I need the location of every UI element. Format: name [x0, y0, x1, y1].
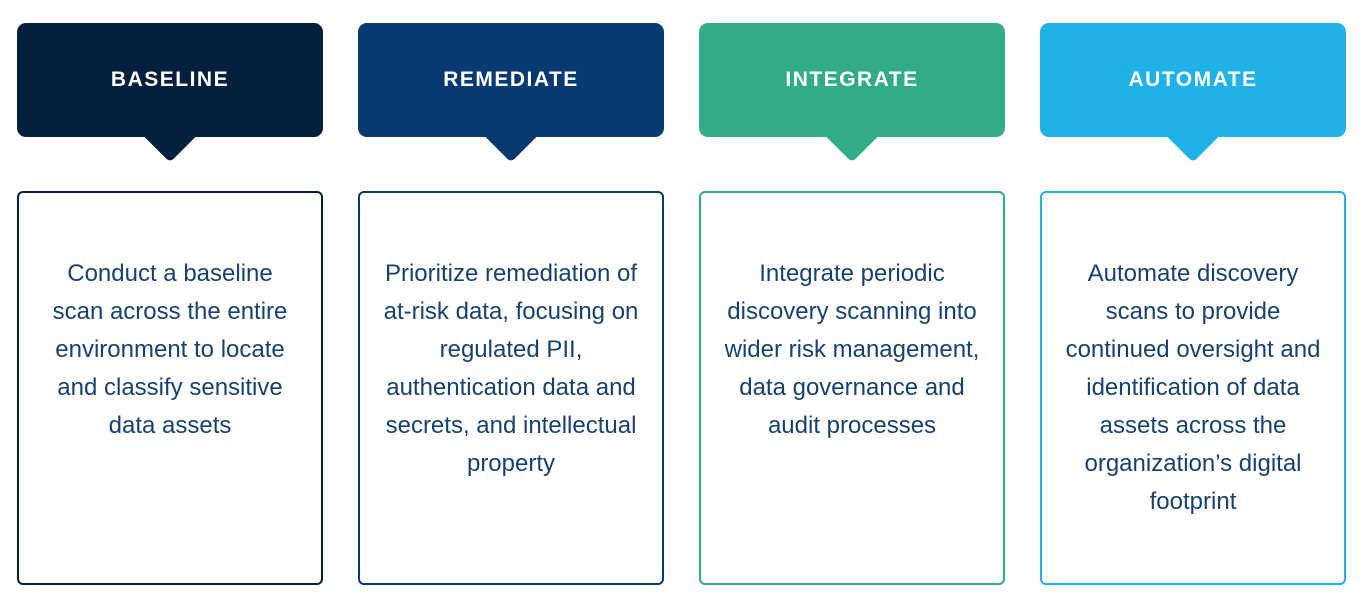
step-header-label: REMEDIATE [443, 68, 579, 91]
step-card-remediate: Prioritize remediation of at-risk data, … [358, 191, 664, 585]
step-card-automate: Automate discovery scans to provide cont… [1040, 191, 1346, 585]
step-header-label: INTEGRATE [785, 68, 919, 91]
step-description: Prioritize remediation of at-risk data, … [383, 260, 639, 477]
maturity-steps-row: BASELINE Conduct a baseline scan across … [17, 23, 1346, 585]
step-column-integrate: INTEGRATE Integrate periodic discovery s… [699, 23, 1005, 585]
step-card-baseline: Conduct a baseline scan across the entir… [17, 191, 323, 585]
step-column-baseline: BASELINE Conduct a baseline scan across … [17, 23, 323, 585]
step-header-baseline: BASELINE [17, 23, 323, 137]
step-column-automate: AUTOMATE Automate discovery scans to pro… [1040, 23, 1346, 585]
step-header-label: BASELINE [110, 68, 230, 91]
step-description: Conduct a baseline scan across the entir… [52, 260, 288, 439]
step-description: Automate discovery scans to provide cont… [1065, 260, 1321, 515]
step-description: Integrate periodic discovery scanning in… [724, 260, 980, 439]
step-card-integrate: Integrate periodic discovery scanning in… [699, 191, 1005, 585]
step-header-integrate: INTEGRATE [699, 23, 1005, 137]
step-column-remediate: REMEDIATE Prioritize remediation of at-r… [358, 23, 664, 585]
step-header-remediate: REMEDIATE [358, 23, 664, 137]
step-header-label: AUTOMATE [1128, 68, 1258, 91]
step-header-automate: AUTOMATE [1040, 23, 1346, 137]
